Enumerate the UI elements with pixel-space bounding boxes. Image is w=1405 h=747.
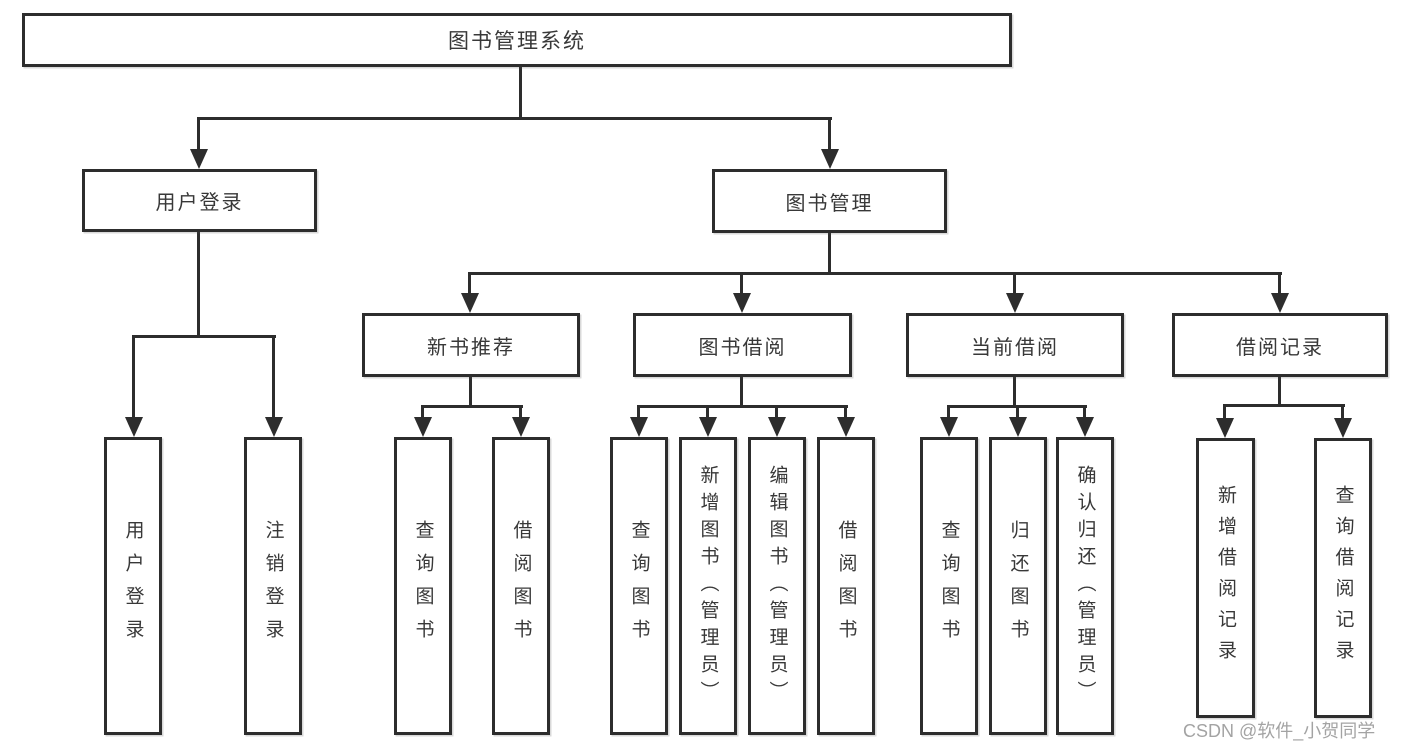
node-borrow-record: 借阅记录 xyxy=(1172,313,1388,377)
arrowhead-down-icon xyxy=(630,417,648,437)
leaf-query-borrow-record: 查询借阅记录 xyxy=(1314,438,1372,718)
connector-current-borrow-drop xyxy=(1013,377,1016,407)
leaf-label: 编辑图书（管理员） xyxy=(766,464,788,708)
leaf-label: 查询图书 xyxy=(412,520,434,652)
leaf-query-book-recommend: 查询图书 xyxy=(394,437,452,735)
arrowhead-down-icon xyxy=(1076,417,1094,437)
node-label: 图书借阅 xyxy=(698,336,787,359)
connector-to-leaf xyxy=(844,405,847,423)
connector-root-drop xyxy=(519,67,522,119)
leaf-user-login: 用户登录 xyxy=(104,437,162,735)
connector-user-login-drop xyxy=(197,232,200,337)
arrowhead-down-icon xyxy=(768,417,786,437)
arrowhead-down-icon xyxy=(461,293,479,313)
connector-book-management-hbar xyxy=(468,272,1282,275)
leaf-label: 用户登录 xyxy=(122,520,144,652)
leaf-label: 新增图书（管理员） xyxy=(697,464,719,708)
leaf-label: 借阅图书 xyxy=(835,520,857,652)
arrowhead-down-icon xyxy=(940,417,958,437)
connector-borrow-record-hbar xyxy=(1223,404,1345,407)
leaf-label: 注销登录 xyxy=(262,520,284,652)
node-current-borrow: 当前借阅 xyxy=(906,313,1124,377)
csdn-watermark: CSDN @软件_小贺同学 xyxy=(1183,721,1376,741)
leaf-label: 归还图书 xyxy=(1007,520,1029,652)
leaf-edit-book-admin: 编辑图书（管理员） xyxy=(748,437,806,735)
connector-to-leaf xyxy=(1016,405,1019,423)
arrowhead-down-icon xyxy=(1271,293,1289,313)
connector-to-book-borrow xyxy=(740,272,743,298)
node-new-book-recommend: 新书推荐 xyxy=(362,313,580,377)
arrowhead-down-icon xyxy=(125,417,143,437)
leaf-label: 查询图书 xyxy=(628,520,650,652)
leaf-label: 确认归还（管理员） xyxy=(1074,464,1096,708)
node-user-login: 用户登录 xyxy=(82,169,317,232)
connector-to-leaf xyxy=(421,405,424,423)
arrowhead-down-icon xyxy=(1006,293,1024,313)
arrowhead-down-icon xyxy=(265,417,283,437)
leaf-logout: 注销登录 xyxy=(244,437,302,735)
connector-borrow-record-drop xyxy=(1278,377,1281,406)
connector-root-to-user-login xyxy=(197,117,200,153)
arrowhead-down-icon xyxy=(414,417,432,437)
arrowhead-down-icon xyxy=(821,149,839,169)
connector-to-leaf-login xyxy=(132,335,135,420)
arrowhead-down-icon xyxy=(512,417,530,437)
leaf-add-book-admin: 新增图书（管理员） xyxy=(679,437,737,735)
connector-new-book-recommend-hbar xyxy=(421,405,523,408)
node-root: 图书管理系统 xyxy=(22,13,1012,67)
node-label: 图书管理 xyxy=(785,192,874,215)
connector-to-leaf xyxy=(519,405,522,423)
connector-to-leaf xyxy=(1341,404,1344,424)
leaf-borrow-book-recommend: 借阅图书 xyxy=(492,437,550,735)
connector-to-leaf xyxy=(947,405,950,423)
leaf-label: 查询图书 xyxy=(938,520,960,652)
arrowhead-down-icon xyxy=(699,417,717,437)
arrowhead-down-icon xyxy=(190,149,208,169)
node-book-management: 图书管理 xyxy=(712,169,947,233)
connector-to-leaf-logout xyxy=(272,335,275,420)
connector-to-leaf xyxy=(706,405,709,423)
arrowhead-down-icon xyxy=(1009,417,1027,437)
connector-to-leaf xyxy=(1223,404,1226,424)
connector-to-borrow-record xyxy=(1278,272,1281,298)
leaf-query-book-current: 查询图书 xyxy=(920,437,978,735)
arrowhead-down-icon xyxy=(733,293,751,313)
connector-to-leaf xyxy=(775,405,778,423)
connector-book-management-drop xyxy=(828,233,831,274)
connector-to-leaf xyxy=(1083,405,1086,423)
leaf-borrow-book: 借阅图书 xyxy=(817,437,875,735)
connector-to-leaf xyxy=(637,405,640,423)
connector-book-borrow-drop xyxy=(740,377,743,407)
leaf-return-book: 归还图书 xyxy=(989,437,1047,735)
connector-root-hbar xyxy=(198,117,832,120)
connector-user-login-hbar xyxy=(132,335,276,338)
node-label: 用户登录 xyxy=(155,192,244,214)
node-label: 新书推荐 xyxy=(427,336,515,359)
connector-to-new-book-recommend xyxy=(468,272,471,298)
connector-to-current-borrow xyxy=(1013,272,1016,298)
connector-root-to-book-management xyxy=(828,117,831,153)
leaf-label: 新增借阅记录 xyxy=(1215,485,1236,671)
connector-book-borrow-hbar xyxy=(637,405,848,408)
leaf-add-borrow-record: 新增借阅记录 xyxy=(1196,438,1255,718)
arrowhead-down-icon xyxy=(1216,418,1234,438)
leaf-label: 借阅图书 xyxy=(510,520,532,652)
arrowhead-down-icon xyxy=(1334,418,1352,438)
node-label: 当前借阅 xyxy=(971,336,1059,359)
leaf-label: 查询借阅记录 xyxy=(1332,485,1354,671)
leaf-confirm-return-admin: 确认归还（管理员） xyxy=(1056,437,1114,735)
leaf-query-book-borrow: 查询图书 xyxy=(610,437,668,735)
node-root-label: 图书管理系统 xyxy=(448,30,586,53)
arrowhead-down-icon xyxy=(837,417,855,437)
connector-new-book-recommend-drop xyxy=(469,377,472,407)
node-book-borrow: 图书借阅 xyxy=(633,313,852,377)
node-label: 借阅记录 xyxy=(1236,336,1324,359)
